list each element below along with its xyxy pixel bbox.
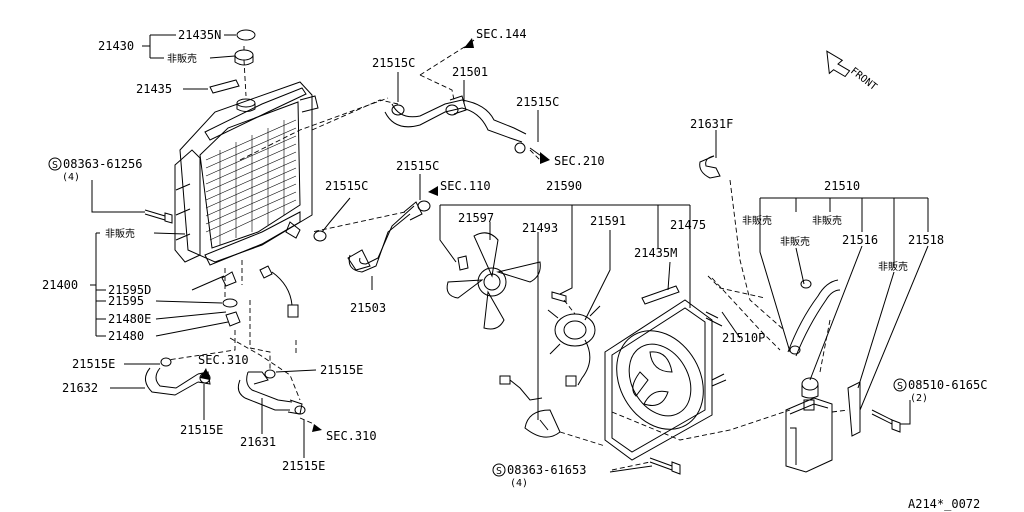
lower-hose bbox=[145, 367, 303, 415]
screw-symbol-icon bbox=[492, 463, 506, 477]
label-front: FRONT bbox=[848, 66, 878, 93]
label-sec310: SEC.310 bbox=[198, 353, 249, 367]
screw-symbol-text: S bbox=[52, 160, 58, 171]
label-21515C: 21515C bbox=[516, 95, 559, 109]
label-qty-4: (4) bbox=[62, 172, 80, 183]
label-sec110: SEC.110 bbox=[440, 179, 491, 193]
label-sec310: SEC.310 bbox=[326, 429, 377, 443]
label-08363-61653: 08363-61653 bbox=[507, 463, 586, 477]
label-21515C: 21515C bbox=[372, 56, 415, 70]
drain-parts bbox=[221, 265, 299, 327]
dashed-guides bbox=[167, 45, 849, 471]
label-hihanbai: 非販売 bbox=[167, 52, 197, 65]
harness bbox=[705, 311, 727, 387]
label-21480E: 21480E bbox=[108, 312, 151, 326]
label-hihanbai: 非販売 bbox=[742, 214, 772, 227]
label-21480: 21480 bbox=[108, 329, 144, 343]
reservoir-hose bbox=[787, 279, 841, 357]
label-21515E: 21515E bbox=[320, 363, 363, 377]
label-21435: 21435 bbox=[136, 82, 172, 96]
label-21510P: 21510P bbox=[722, 331, 765, 345]
label-21515C: 21515C bbox=[396, 159, 439, 173]
screw-symbol-text: S bbox=[897, 381, 903, 392]
arrow-icon bbox=[200, 38, 550, 432]
clip bbox=[699, 155, 721, 179]
label-21515E: 21515E bbox=[282, 459, 325, 473]
label-sec144: SEC.144 bbox=[476, 27, 527, 41]
radiator-hose bbox=[347, 201, 423, 273]
screw-symbol-icon bbox=[48, 157, 62, 171]
label-21503: 21503 bbox=[350, 301, 386, 315]
label-qty-2: (2) bbox=[910, 393, 928, 404]
seal-strip bbox=[209, 79, 240, 94]
hose-clamp bbox=[160, 104, 801, 415]
label-21515E: 21515E bbox=[180, 423, 223, 437]
reservoir-bracket bbox=[847, 381, 861, 437]
label-hihanbai: 非販売 bbox=[878, 260, 908, 273]
label-21493: 21493 bbox=[522, 221, 558, 235]
bolt-icon bbox=[871, 409, 901, 433]
label-21515C: 21515C bbox=[325, 179, 368, 193]
label-21516: 21516 bbox=[842, 233, 878, 247]
label-21597: 21597 bbox=[458, 211, 494, 225]
reservoir-tank bbox=[785, 377, 833, 473]
label-qty-4: (4) bbox=[510, 478, 528, 489]
label-21595: 21595 bbox=[108, 294, 144, 308]
label-21475: 21475 bbox=[670, 218, 706, 232]
seal-strip-m bbox=[641, 285, 680, 305]
label-21435M: 21435M bbox=[634, 246, 677, 260]
label-08363-61256: 08363-61256 bbox=[63, 157, 142, 171]
label-21632: 21632 bbox=[62, 381, 98, 395]
label-sec210: SEC.210 bbox=[554, 154, 605, 168]
label-21430: 21430 bbox=[98, 39, 134, 53]
label-21501: 21501 bbox=[452, 65, 488, 79]
label-21631F: 21631F bbox=[690, 117, 733, 131]
label-08510-6165C: 08510-6165C bbox=[908, 378, 987, 392]
radiator bbox=[174, 81, 319, 266]
bolt-icon bbox=[144, 209, 173, 224]
upper-hose bbox=[384, 95, 527, 143]
fan-blade bbox=[446, 232, 541, 330]
bolt-icon bbox=[649, 457, 681, 475]
label-hihanbai: 非販売 bbox=[105, 227, 135, 240]
front-arrow-icon bbox=[826, 50, 851, 78]
label-21590: 21590 bbox=[546, 179, 582, 193]
label-21435N: 21435N bbox=[178, 28, 221, 42]
screw-symbol-text: S bbox=[496, 466, 502, 477]
label-21631: 21631 bbox=[240, 435, 276, 449]
screw-symbol-icon bbox=[893, 378, 907, 392]
label-21400: 21400 bbox=[42, 278, 78, 292]
label-21591: 21591 bbox=[590, 214, 626, 228]
label-hihanbai: 非販売 bbox=[780, 235, 810, 248]
fan-bracket bbox=[499, 375, 561, 438]
label-21518: 21518 bbox=[908, 233, 944, 247]
label-21510: 21510 bbox=[824, 179, 860, 193]
label-hihanbai: 非販売 bbox=[812, 214, 842, 227]
leader-lines bbox=[90, 34, 929, 473]
fan-shroud bbox=[604, 299, 713, 461]
figure-id: A214*_0072 bbox=[908, 497, 980, 511]
label-21515E: 21515E bbox=[72, 357, 115, 371]
label-21595D: 21595D bbox=[108, 283, 151, 297]
